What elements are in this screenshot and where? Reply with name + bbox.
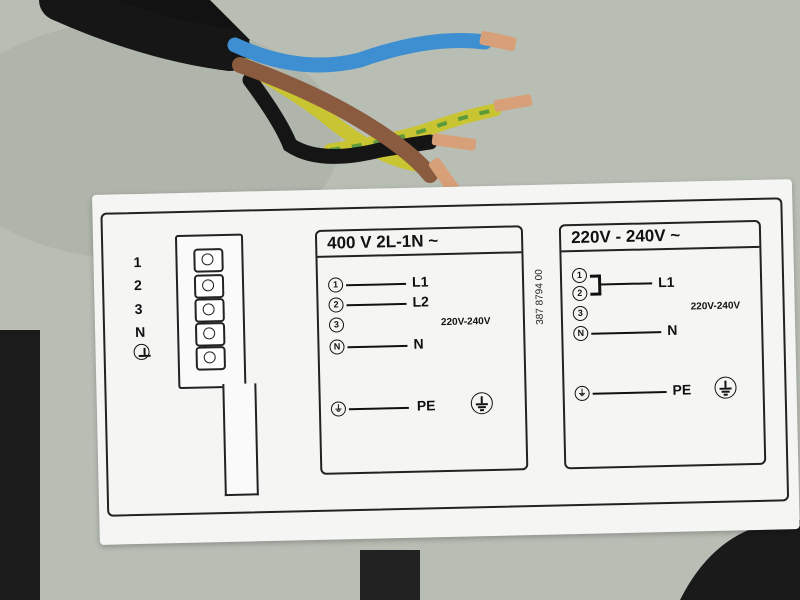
screw-icon bbox=[193, 248, 224, 273]
ferrule-blue bbox=[479, 30, 517, 52]
dark-connector-bottom bbox=[360, 550, 420, 600]
wiring-label: 1 2 3 N 400 V 2L-1N ~ 1 L1 2 L2 3 bbox=[92, 179, 800, 545]
ferrule-yellow bbox=[493, 94, 533, 112]
terminal-block-body bbox=[174, 233, 247, 390]
voltage-note-220: 220V-240V bbox=[690, 300, 741, 313]
label-l2: L2 bbox=[412, 293, 430, 310]
line-n bbox=[591, 331, 662, 335]
terminal-block-drawing bbox=[155, 233, 269, 405]
label-n: N bbox=[413, 335, 424, 352]
label-border: 1 2 3 N 400 V 2L-1N ~ 1 L1 2 L2 3 bbox=[100, 197, 790, 517]
terminal-circle-1: 1 bbox=[327, 277, 344, 293]
part-number: 387 8794 00 bbox=[533, 269, 547, 325]
panel-400v-title: 400 V 2L-1N ~ bbox=[316, 227, 522, 258]
line-l1 bbox=[346, 282, 407, 287]
dark-housing-left bbox=[0, 330, 40, 600]
wire-yellow-green bbox=[323, 103, 502, 157]
line-l2 bbox=[346, 302, 407, 307]
panel-220v-title: 220V - 240V ~ bbox=[560, 221, 760, 253]
dark-housing-right bbox=[680, 520, 800, 600]
screw-icon bbox=[193, 274, 225, 299]
ferrule-black bbox=[431, 133, 477, 151]
ground-icon bbox=[470, 391, 494, 415]
terminal-circle-3: 3 bbox=[572, 305, 588, 322]
pe-circle-icon: ⏚ bbox=[574, 385, 590, 402]
terminal-circle-2: 2 bbox=[328, 297, 344, 313]
cable-sheath-body bbox=[39, 0, 251, 71]
terminal-circle-2: 2 bbox=[572, 285, 588, 302]
panel-220v: 220V - 240V ~ 1 2 L1 3 N N 220V-240V ⏚ P… bbox=[558, 219, 767, 470]
label-l1: L1 bbox=[657, 273, 675, 291]
line-pe bbox=[592, 391, 667, 395]
left-terminal-1: 1 bbox=[133, 253, 142, 271]
bridge-bottom bbox=[590, 292, 601, 296]
line-n bbox=[347, 344, 408, 349]
label-n: N bbox=[667, 321, 678, 338]
terminal-circle-3: 3 bbox=[328, 317, 345, 333]
left-terminal-3: 3 bbox=[134, 300, 143, 318]
terminal-cable-drawing bbox=[222, 383, 259, 497]
label-l1: L1 bbox=[411, 273, 429, 290]
panel-400v: 400 V 2L-1N ~ 1 L1 2 L2 3 N N 220V-240V … bbox=[314, 225, 529, 475]
label-pe: PE bbox=[672, 381, 692, 398]
ground-icon bbox=[714, 376, 737, 399]
terminal-circle-1: 1 bbox=[571, 267, 588, 284]
screw-icon bbox=[194, 298, 225, 323]
line-l1 bbox=[600, 282, 653, 286]
line-pe bbox=[348, 406, 409, 411]
voltage-note-400: 220V-240V bbox=[440, 315, 491, 329]
terminal-circle-n: N bbox=[329, 339, 345, 355]
terminal-circle-n: N bbox=[573, 325, 589, 342]
left-ground-icon bbox=[133, 343, 150, 361]
left-terminal-n: N bbox=[134, 323, 146, 341]
left-terminal-2: 2 bbox=[133, 276, 143, 294]
wire-blue bbox=[227, 33, 493, 73]
label-pe: PE bbox=[416, 397, 436, 414]
screw-icon bbox=[195, 346, 227, 371]
screw-icon bbox=[194, 322, 226, 347]
pe-circle-icon: ⏚ bbox=[330, 401, 347, 417]
wire-brown bbox=[232, 57, 438, 183]
